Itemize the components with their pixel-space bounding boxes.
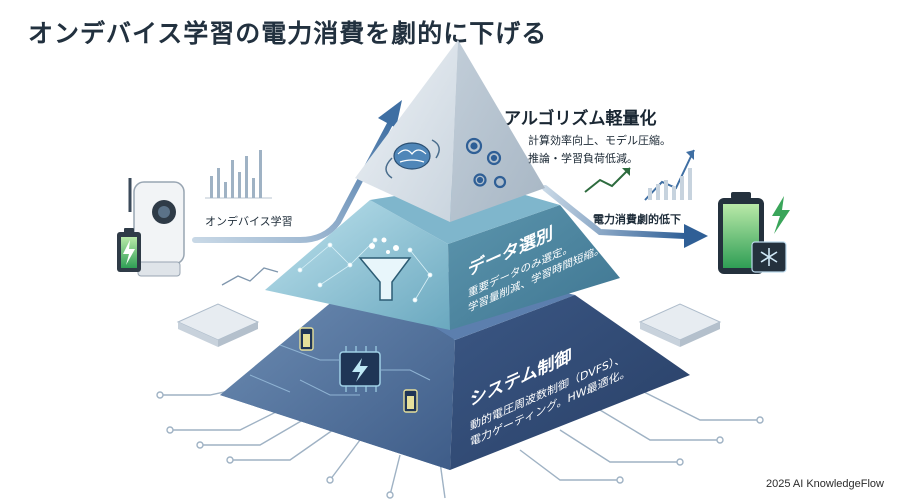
footer-credit: 2025 AI KnowledgeFlow	[765, 478, 884, 490]
algorithm-layer-line1: 計算効率向上、モデル圧縮。	[528, 134, 671, 147]
battery-icon	[299, 327, 314, 351]
lightning-icon	[772, 196, 790, 234]
circuit-traces	[160, 379, 760, 499]
gears-icon	[465, 137, 507, 189]
pyramid-layer-algorithm	[355, 40, 545, 222]
chip-icon	[638, 303, 722, 347]
arrow-right	[542, 185, 708, 248]
page-title: オンデバイス学習の電力消費を劇的に下げる	[28, 19, 548, 48]
brain-icon	[385, 139, 440, 179]
circuit-nodes	[156, 391, 764, 499]
funnel-icon	[358, 237, 412, 301]
on-device-label: オンデバイス学習	[205, 215, 293, 228]
line-chart-icon	[584, 149, 695, 201]
battery-icon	[117, 228, 141, 272]
algorithm-layer-title: アルゴリズム軽量化	[504, 109, 657, 129]
chip-icon	[176, 303, 260, 347]
power-drop-label: 電力消費劇的低下	[593, 213, 681, 226]
arrow-up-right	[192, 100, 402, 243]
chip-icon	[339, 346, 381, 392]
algorithm-layer-line2: 推論・学習負荷低減。	[528, 152, 638, 165]
line-chart-icon	[221, 267, 279, 286]
snowflake-icon	[751, 241, 787, 273]
camera-icon	[128, 178, 185, 277]
bar-chart-icon	[205, 150, 272, 199]
battery-icon	[403, 389, 418, 413]
circuit-traces	[249, 344, 431, 396]
